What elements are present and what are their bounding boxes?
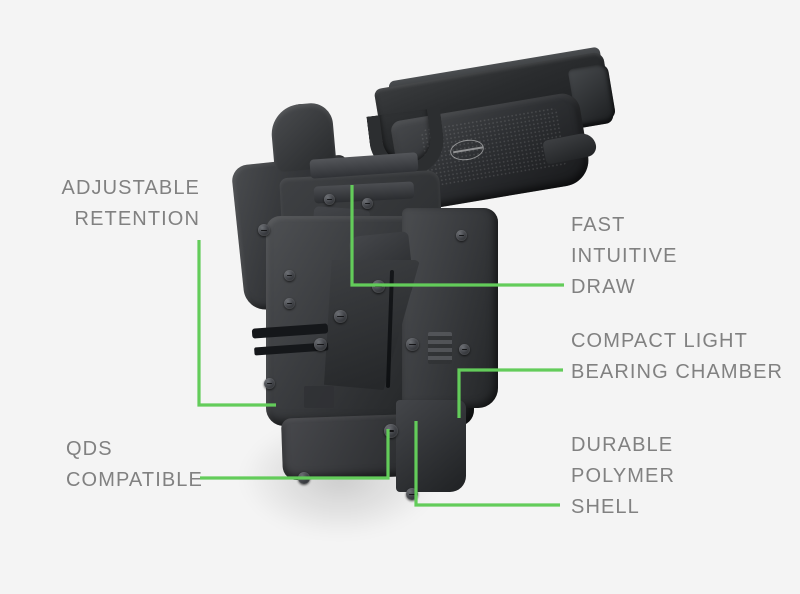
- callout-fast-intuitive-draw: FAST INTUITIVE DRAW: [571, 210, 678, 303]
- leader-compact-light-bearing-chamber: [457, 368, 563, 418]
- screw-icon: [362, 198, 373, 209]
- leader-qds-compatible: [200, 429, 390, 480]
- callout-line: DRAW: [571, 276, 636, 298]
- screw-icon: [406, 338, 419, 351]
- callout-line: DURABLE: [571, 434, 674, 456]
- holster-light-chamber: [402, 208, 498, 408]
- screw-icon: [284, 270, 295, 281]
- holster-lower-tail: [396, 400, 466, 492]
- screw-icon: [459, 344, 470, 355]
- callout-line: ADJUSTABLE: [61, 177, 200, 199]
- screw-icon: [258, 224, 270, 236]
- callout-line: COMPACT LIGHT: [571, 330, 748, 352]
- callout-line: POLYMER: [571, 465, 676, 487]
- screw-icon: [334, 310, 347, 323]
- leader-adjustable-retention: [197, 240, 276, 407]
- screw-icon: [314, 338, 327, 351]
- callout-adjustable-retention: ADJUSTABLE RETENTION: [62, 173, 200, 235]
- callout-line: FAST: [571, 214, 626, 236]
- body-plate: [304, 386, 334, 408]
- callout-line: BEARING CHAMBER: [571, 361, 784, 383]
- leader-fast-intuitive-draw: [350, 185, 564, 287]
- leader-durable-polymer-shell: [414, 421, 560, 507]
- screw-icon: [324, 194, 335, 205]
- screw-icon: [284, 298, 295, 309]
- callout-compact-light-bearing-chamber: COMPACT LIGHT BEARING CHAMBER: [571, 326, 783, 388]
- callout-line: RETENTION: [74, 208, 200, 230]
- callout-line: INTUITIVE: [571, 245, 678, 267]
- callout-line: COMPATIBLE: [66, 469, 203, 491]
- screw-icon: [264, 378, 275, 389]
- callout-line: SHELL: [571, 496, 640, 518]
- light-chamber-label: [428, 332, 452, 364]
- product-image: [228, 46, 617, 538]
- callout-qds-compatible: QDS COMPATIBLE: [66, 434, 203, 496]
- screw-icon: [456, 230, 467, 241]
- callout-durable-polymer-shell: DURABLE POLYMER SHELL: [571, 430, 675, 523]
- callout-line: QDS: [66, 438, 113, 460]
